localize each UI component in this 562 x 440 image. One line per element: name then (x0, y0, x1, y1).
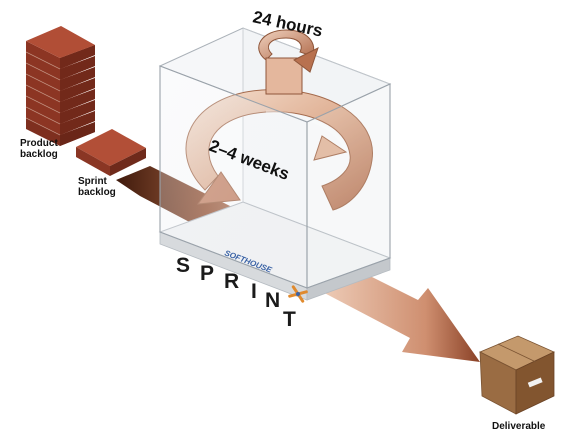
brick-layer (26, 52, 95, 80)
sprint-title: S P R I N T (176, 254, 296, 331)
sprint-letter: I (251, 280, 257, 303)
deliverable-label: Deliverable (492, 421, 546, 432)
brick-top-face (26, 26, 95, 58)
sprint-letter: S (176, 254, 190, 277)
brick-layer (26, 96, 95, 124)
brick-layer (26, 41, 95, 69)
cube-front-right (306, 83, 391, 289)
brick-layer (26, 118, 95, 146)
brick-layer (26, 74, 95, 102)
product-backlog-stack-icon (25, 26, 95, 146)
brick-layer (26, 63, 95, 91)
sprint-timebox-cube-front (159, 65, 391, 289)
sprint-letter: N (265, 289, 280, 312)
deliverable-box-icon (479, 335, 555, 415)
product-backlog-label-line2: backlog (20, 149, 58, 160)
sprint-letter: R (224, 270, 239, 293)
sprint-backlog-label-line2: backlog (78, 187, 116, 198)
sprint-backlog-brick-icon (76, 129, 146, 176)
sprint-backlog-label: Sprint backlog (78, 176, 116, 198)
sprint-letter: T (283, 308, 296, 331)
product-backlog-label-line1: Product (20, 138, 58, 149)
sprint-letter: P (200, 262, 214, 285)
product-backlog-label: Product backlog (20, 138, 61, 160)
daily-cycle-loop-arrow (258, 29, 319, 95)
brick-layer (26, 107, 95, 135)
brick-layer (26, 85, 95, 113)
sprint-backlog-label-line1: Sprint (78, 176, 108, 187)
